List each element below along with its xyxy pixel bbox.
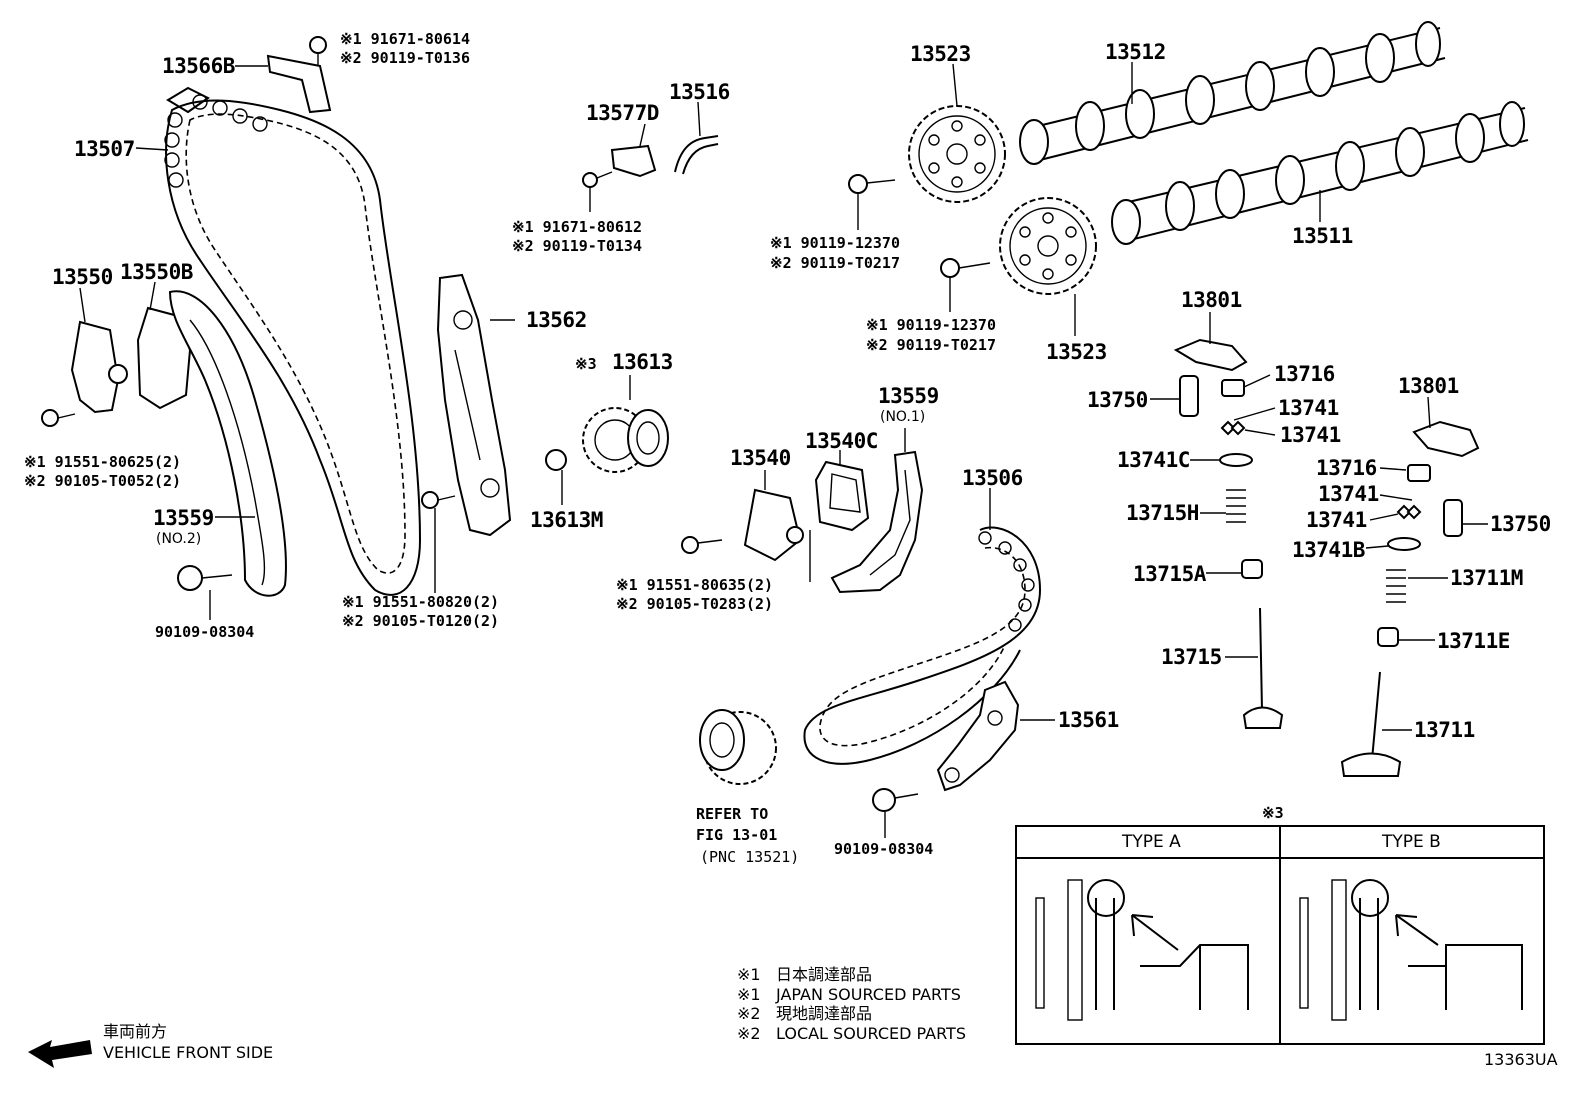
legend-text-4: LOCAL SOURCED PARTS — [776, 1024, 966, 1043]
leader-lines — [79, 62, 1488, 838]
tensioner-13550 — [41, 306, 192, 427]
label-13750-a: 13750 — [1087, 388, 1148, 412]
note-13562-1: ※1 91551-80820(2) — [342, 593, 500, 611]
note-13566B-2: ※2 90119-T0136 — [340, 49, 470, 67]
label-13559-no2: 13559 — [153, 506, 214, 530]
label-13540: 13540 — [730, 446, 791, 470]
note-13523a-1: ※1 90119-12370 — [770, 234, 900, 252]
legend-mark-2: ※1 — [737, 985, 761, 1004]
bracket-13566B — [266, 36, 332, 114]
label-13715: 13715 — [1161, 645, 1222, 669]
label-13562: 13562 — [526, 308, 587, 332]
label-13715A: 13715A — [1133, 562, 1206, 586]
camshaft-13512 — [1019, 21, 1446, 165]
diagram-code: 13363UA — [1484, 1050, 1558, 1069]
label-13566B: 13566B — [162, 54, 235, 78]
chain-guide-13559-no1 — [830, 450, 924, 594]
label-13561: 13561 — [1058, 708, 1119, 732]
type-a-illustration — [1035, 879, 1249, 1021]
mark-3-13613: ※3 — [575, 355, 597, 373]
note-13566B-1: ※1 91671-80614 — [340, 30, 470, 48]
label-13512: 13512 — [1105, 40, 1166, 64]
label-90109-right: 90109-08304 — [834, 840, 934, 858]
label-13516: 13516 — [669, 80, 730, 104]
label-13741-4: 13741 — [1306, 508, 1367, 532]
timing-chain-13507 — [164, 86, 422, 596]
label-13523-top: 13523 — [910, 42, 971, 66]
label-13540C: 13540C — [805, 429, 878, 453]
label-13741C: 13741C — [1117, 448, 1190, 472]
label-90109-left: 90109-08304 — [155, 623, 255, 641]
chain-guide-13562 — [421, 273, 512, 537]
direction-en: VEHICLE FRONT SIDE — [103, 1043, 274, 1062]
type-b-illustration — [1299, 879, 1523, 1021]
crank-sprocket-refer — [699, 709, 777, 785]
sprocket-13613 — [545, 407, 669, 473]
camshaft-13511 — [1111, 101, 1529, 245]
label-13511: 13511 — [1292, 224, 1353, 248]
refer-line2: FIG 13-01 — [696, 826, 778, 844]
label-13613M: 13613M — [530, 508, 603, 532]
cam-sprocket-13523-bottom — [940, 197, 1097, 295]
label-13741B: 13741B — [1292, 538, 1365, 562]
label-13801-b: 13801 — [1398, 374, 1459, 398]
chain-guide-13561 — [872, 680, 1020, 812]
label-13711: 13711 — [1414, 718, 1475, 742]
direction-jp: 車両前方 — [103, 1022, 168, 1041]
label-13741-3: 13741 — [1318, 482, 1379, 506]
cover-13540 — [681, 488, 804, 562]
label-13711E: 13711E — [1437, 629, 1510, 653]
label-13577D: 13577D — [586, 101, 659, 125]
note-13562-2: ※2 90105-T0120(2) — [342, 612, 500, 630]
note-13550-2: ※2 90105-T0052(2) — [24, 472, 182, 490]
legend-text-2: JAPAN SOURCED PARTS — [776, 985, 961, 1004]
note-13577D-2: ※2 90119-T0134 — [512, 237, 642, 255]
pipe-13516 — [674, 135, 719, 175]
note-13550-1: ※1 91551-80625(2) — [24, 453, 182, 471]
label-13507: 13507 — [74, 137, 135, 161]
label-13716-b: 13716 — [1316, 456, 1377, 480]
refer-line3: (PNC 13521) — [700, 848, 800, 866]
plate-13577D — [582, 144, 657, 188]
types-panel-frame — [1015, 825, 1545, 1045]
label-13711M: 13711M — [1450, 566, 1523, 590]
label-13750-b: 13750 — [1490, 512, 1551, 536]
label-13523-bottom: 13523 — [1046, 340, 1107, 364]
label-13559-no1: 13559 — [878, 384, 939, 408]
legend-mark-1: ※1 — [737, 965, 761, 984]
label-no2: (NO.2) — [156, 531, 202, 547]
note-13577D-1: ※1 91671-80612 — [512, 218, 642, 236]
legend-text-1: 日本調達部品 — [776, 965, 873, 984]
legend-mark-3: ※2 — [737, 1004, 761, 1023]
label-13801-a: 13801 — [1181, 288, 1242, 312]
cam-sprocket-13523-top — [848, 105, 1006, 203]
valve-train — [1173, 338, 1480, 777]
legend-text-3: 現地調達部品 — [776, 1004, 873, 1023]
note-13540-2: ※2 90105-T0283(2) — [616, 595, 774, 613]
type-b-heading: TYPE B — [1382, 832, 1441, 852]
label-13613: 13613 — [612, 350, 673, 374]
note-13540-1: ※1 91551-80635(2) — [616, 576, 774, 594]
note-13523b-1: ※1 90119-12370 — [866, 316, 996, 334]
gasket-13540C — [814, 460, 870, 532]
label-13506: 13506 — [962, 466, 1023, 490]
label-13550: 13550 — [52, 265, 113, 289]
label-no1: (NO.1) — [880, 409, 926, 425]
refer-line1: REFER TO — [696, 805, 769, 823]
note-13523a-2: ※2 90119-T0217 — [770, 254, 900, 272]
label-13741-2: 13741 — [1280, 423, 1341, 447]
label-13741-1: 13741 — [1278, 396, 1339, 420]
type-a-heading: TYPE A — [1122, 832, 1181, 852]
note-13523b-2: ※2 90119-T0217 — [866, 336, 996, 354]
label-13715H: 13715H — [1126, 501, 1199, 525]
types-panel-note-mark: ※3 — [1262, 804, 1284, 822]
label-13550B: 13550B — [120, 260, 193, 284]
legend-mark-4: ※2 — [737, 1024, 761, 1043]
chain-guide-13559-no2 — [168, 290, 287, 597]
timing-chain-13506 — [803, 526, 1042, 765]
label-13716-a: 13716 — [1274, 362, 1335, 386]
front-arrow-icon — [28, 1040, 92, 1068]
